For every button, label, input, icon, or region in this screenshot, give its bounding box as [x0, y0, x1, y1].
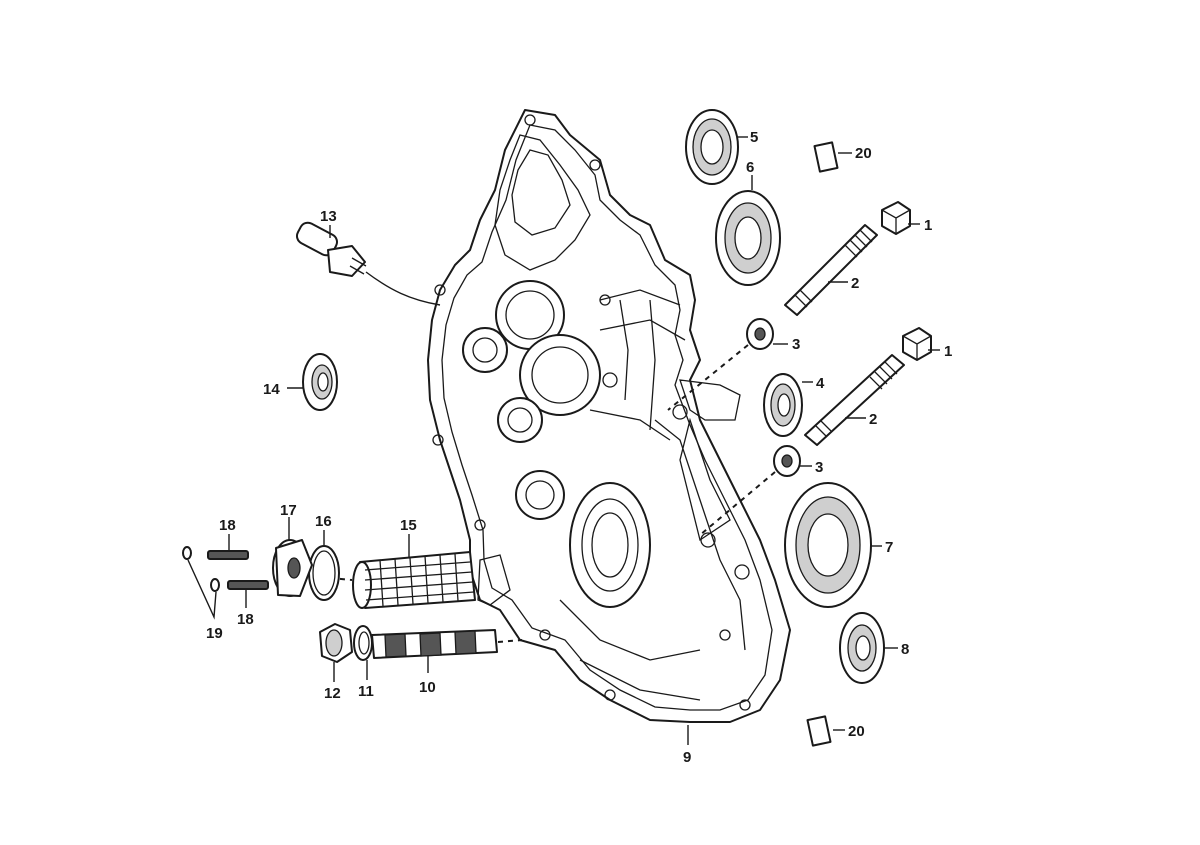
callout-8: 8	[901, 641, 909, 658]
callout-14: 14	[263, 381, 280, 398]
assembly-line-lower	[699, 471, 776, 536]
callout-1-lower: 1	[944, 343, 952, 360]
part-1-nut-lower	[902, 327, 932, 361]
callout-10: 10	[419, 679, 436, 696]
callout-18-upper: 18	[219, 517, 236, 534]
part-16-o-ring	[308, 545, 340, 601]
part-8-oil-seal	[839, 612, 885, 684]
callout-7: 7	[885, 539, 893, 556]
callout-16: 16	[315, 513, 332, 530]
part-15-oil-screen	[352, 551, 511, 609]
callout-17: 17	[280, 502, 297, 519]
part-13-breather-fitting	[295, 221, 441, 306]
callout-9: 9	[683, 749, 691, 766]
part-10-strainer	[371, 629, 523, 659]
part-1-nut-upper	[881, 201, 911, 235]
part-19-washers	[182, 546, 220, 592]
part-3-washer-upper	[746, 318, 774, 350]
callout-15: 15	[400, 517, 417, 534]
callout-13: 13	[320, 208, 337, 225]
part-20-dowel-top	[813, 141, 839, 173]
callout-3-lower: 3	[815, 459, 823, 476]
part-6-bearing	[715, 190, 781, 286]
callout-19: 19	[206, 625, 223, 642]
part-4-oil-seal	[763, 373, 803, 437]
assembly-line-upper	[667, 344, 749, 411]
callout-2-lower: 2	[869, 411, 877, 428]
callout-4: 4	[816, 375, 825, 392]
callout-12: 12	[324, 685, 341, 702]
callout-leaders	[187, 136, 940, 745]
part-11-o-ring	[353, 625, 373, 661]
callout-5: 5	[750, 129, 758, 146]
part-2-stud-upper	[784, 224, 878, 316]
part-2-stud-lower	[804, 354, 905, 446]
part-12-drain-plug	[319, 623, 353, 663]
callout-18-lower: 18	[237, 611, 254, 628]
part-5-bearing	[685, 109, 739, 185]
part-17-filter-cap	[272, 539, 313, 597]
part-18-bolt-lower	[227, 580, 269, 590]
callout-6: 6	[746, 159, 754, 176]
callout-3-upper: 3	[792, 336, 800, 353]
crankcase-housing	[427, 109, 791, 723]
part-18-bolt-upper	[207, 550, 249, 560]
callout-11: 11	[358, 683, 374, 700]
part-3-washer-lower	[773, 445, 801, 477]
callout-1-upper: 1	[924, 217, 932, 234]
callout-20-bottom: 20	[848, 723, 865, 740]
part-7-bearing	[784, 482, 872, 608]
part-14-oil-seal	[302, 353, 338, 411]
callout-labels: 5 6 20 1 2 3 1 4 2 3 7 8 20 9 10 11 12 1…	[206, 129, 952, 766]
callout-20-top: 20	[855, 145, 872, 162]
part-20-dowel-bottom	[806, 715, 832, 747]
callout-2-upper: 2	[851, 275, 859, 292]
